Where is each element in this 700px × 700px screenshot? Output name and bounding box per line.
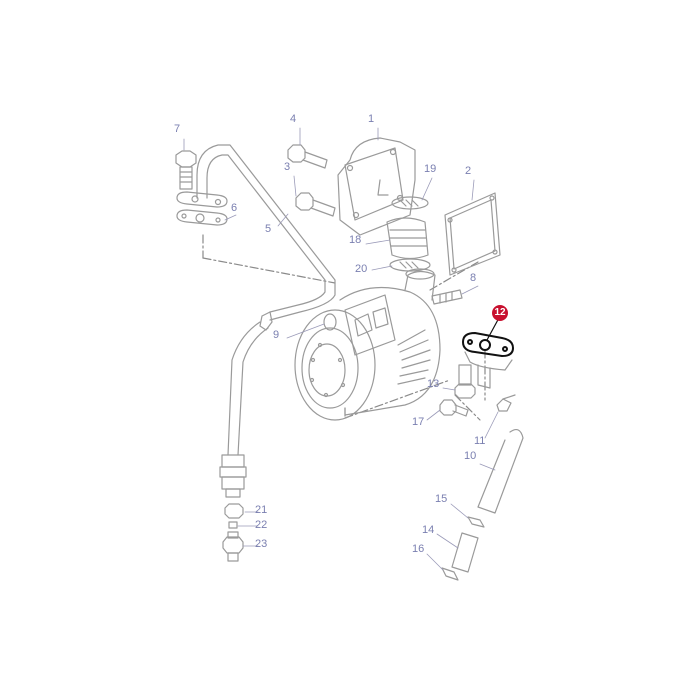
callout-21: 21 bbox=[255, 504, 268, 516]
clamp-part-19 bbox=[391, 196, 429, 210]
callout-18: 18 bbox=[349, 234, 362, 246]
bellows-part-18 bbox=[386, 217, 429, 260]
callout-11: 11 bbox=[474, 435, 486, 447]
callout-14: 14 bbox=[422, 524, 435, 536]
outlet-housing-part-1 bbox=[337, 137, 416, 236]
callout-23: 23 bbox=[255, 538, 268, 550]
callout-7: 7 bbox=[174, 123, 181, 135]
oil-return-hose-part-10 bbox=[477, 428, 524, 514]
callout-22: 22 bbox=[255, 519, 268, 531]
callout-16: 16 bbox=[412, 543, 425, 555]
gasket-part-6 bbox=[176, 191, 228, 226]
banjo-bolt-part-7 bbox=[175, 150, 197, 190]
callout-17: 17 bbox=[412, 416, 425, 428]
callout-8: 8 bbox=[470, 272, 477, 284]
callout-15: 15 bbox=[435, 493, 448, 505]
bolt-part-17 bbox=[439, 399, 469, 417]
turbocharger-part-body bbox=[294, 268, 441, 421]
callout-2: 2 bbox=[465, 165, 472, 177]
fitting-part-9 bbox=[323, 313, 337, 331]
callout-1: 1 bbox=[368, 113, 375, 125]
callout-10: 10 bbox=[464, 450, 477, 462]
gasket-part-2 bbox=[444, 192, 501, 276]
fittings-parts-21-23 bbox=[222, 503, 244, 562]
leader-lines bbox=[183, 127, 499, 571]
callout-4: 4 bbox=[290, 113, 297, 125]
clamp-part-16 bbox=[441, 567, 459, 581]
alignment-lines bbox=[202, 234, 486, 421]
bolt-part-13 bbox=[454, 364, 476, 399]
hose-part-14 bbox=[451, 532, 479, 573]
gasket-part-12-highlighted bbox=[462, 332, 514, 357]
return-flange bbox=[464, 351, 513, 389]
callout-19: 19 bbox=[424, 163, 437, 175]
callout-12-highlighted: 12 bbox=[492, 305, 508, 321]
stud-part-8 bbox=[431, 289, 463, 305]
clamp-part-11 bbox=[496, 394, 516, 412]
callout-13: 13 bbox=[427, 378, 440, 390]
oil-feed-pipe-part-5 bbox=[196, 144, 336, 498]
clamp-part-15 bbox=[467, 516, 485, 528]
callout-20: 20 bbox=[355, 263, 368, 275]
callout-3: 3 bbox=[284, 161, 291, 173]
callout-9: 9 bbox=[273, 329, 280, 341]
bolts-parts-3-4 bbox=[287, 144, 336, 217]
callout-5: 5 bbox=[265, 223, 272, 235]
callout-6: 6 bbox=[231, 202, 238, 214]
